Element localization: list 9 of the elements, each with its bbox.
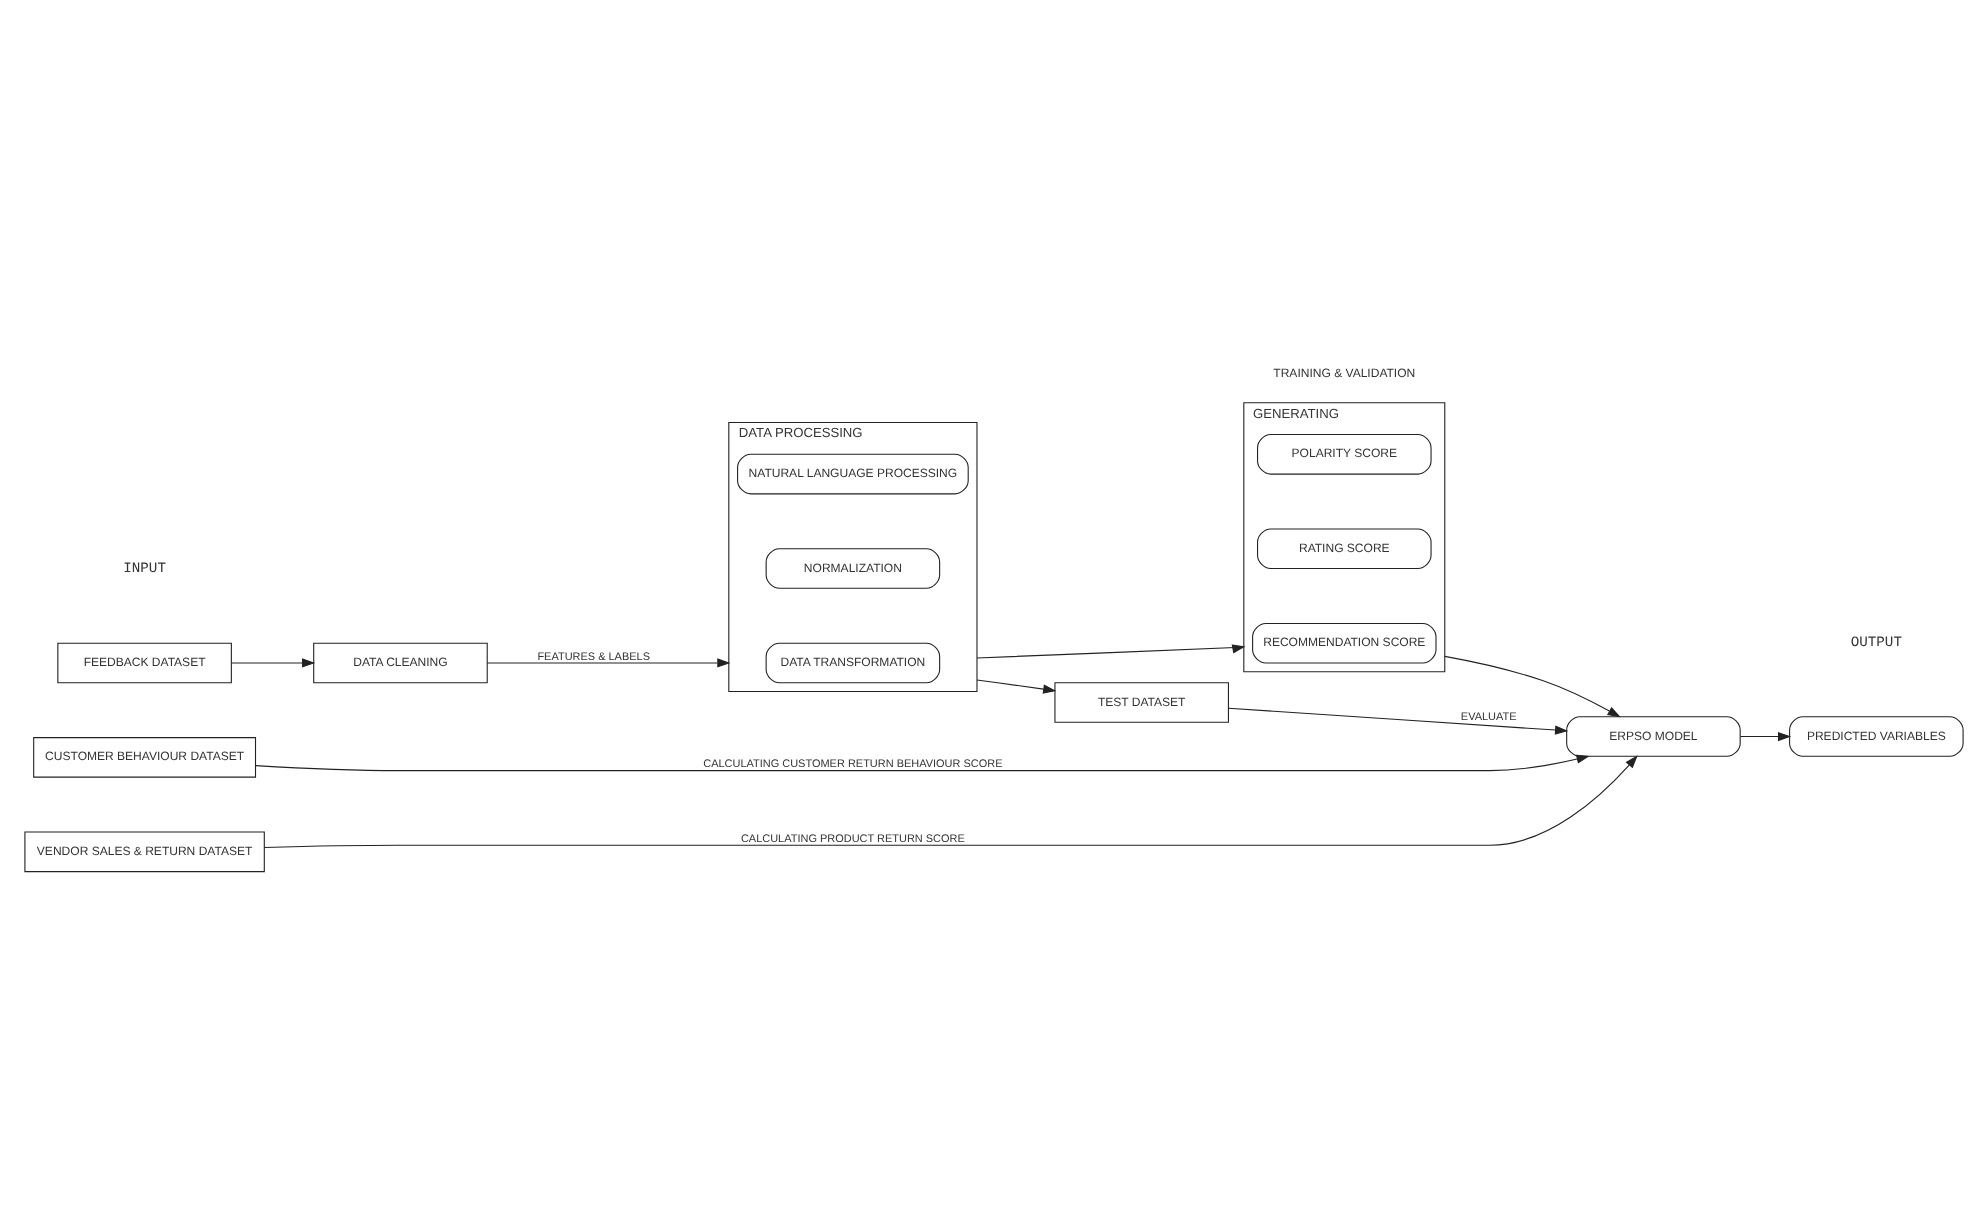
arrow — [1443, 654, 1620, 717]
arrow — [262, 754, 1637, 848]
arrow — [485, 657, 730, 667]
arrow — [254, 753, 1589, 771]
arrow — [975, 643, 1245, 658]
arrow — [975, 678, 1056, 693]
arrow — [1227, 706, 1568, 734]
arrow — [1738, 730, 1791, 741]
arrow — [230, 657, 315, 667]
